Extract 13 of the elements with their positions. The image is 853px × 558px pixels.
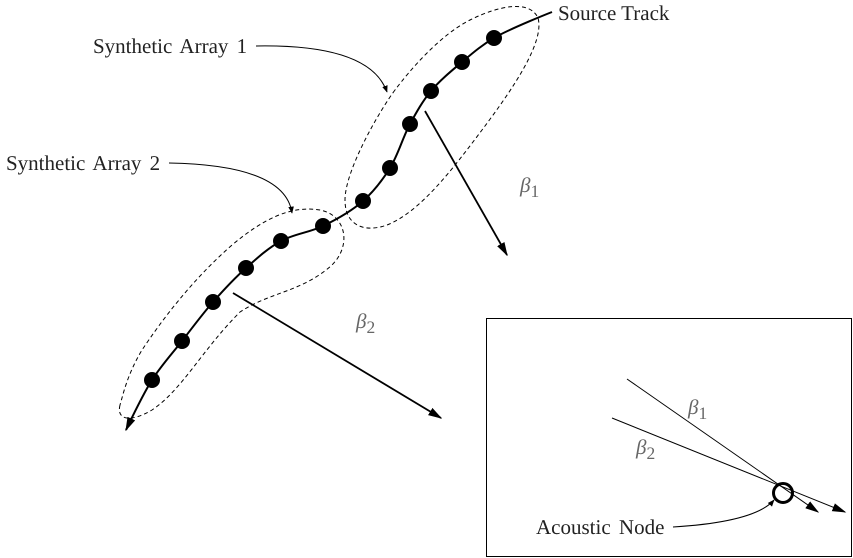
inset-panel <box>486 318 852 557</box>
leader-arrow <box>672 500 774 528</box>
leader-arrow <box>256 46 388 93</box>
bearing-label: β$_{1}$ <box>688 394 708 426</box>
track-label: Source Track <box>558 0 670 26</box>
callout-label: Acoustic Node <box>536 514 665 540</box>
acoustic-node-circle <box>772 482 794 504</box>
bearing-label: β$_{2}$ <box>636 434 656 466</box>
leader-arrow <box>168 162 294 214</box>
bearing-label: β$_{1}$ <box>520 172 540 204</box>
callout-label: Synthetic Array 2 <box>6 150 161 176</box>
callout-label: Synthetic Array 1 <box>93 33 248 59</box>
bearing-label: β$_{2}$ <box>356 308 376 340</box>
